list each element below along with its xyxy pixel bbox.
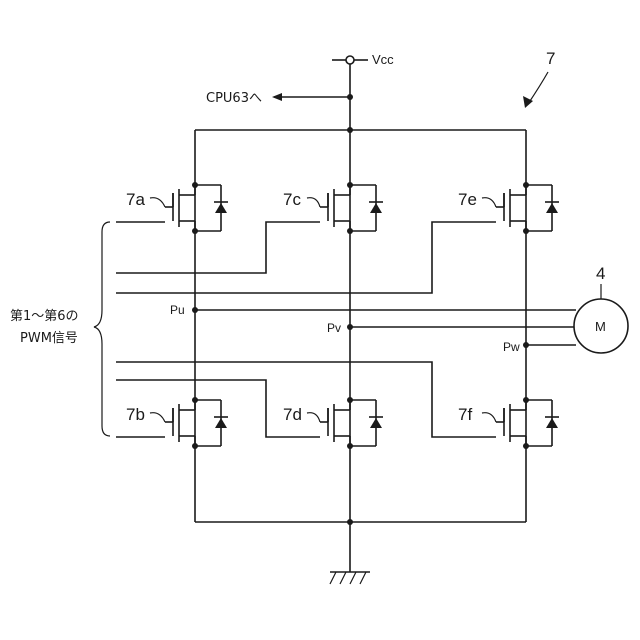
switch-label-7b: 7b: [126, 405, 145, 424]
switch-label-7f: 7f: [458, 405, 472, 424]
switch-label-7e: 7e: [458, 190, 477, 209]
pwm-label-line2: PWM信号: [20, 331, 78, 346]
switch-7a: [165, 182, 228, 234]
switch-7d: [320, 397, 383, 449]
switch-7f: [496, 397, 559, 449]
switch-7c: [320, 182, 383, 234]
vcc-terminal: [346, 56, 354, 64]
node-label-pw: Pw: [503, 340, 520, 354]
vcc-label: Vcc: [372, 52, 394, 67]
switch-label-7a: 7a: [126, 190, 145, 209]
gate-line-7c: [116, 222, 320, 273]
motor-label: M: [595, 319, 606, 334]
switch-label-7d: 7d: [283, 405, 302, 424]
pwm-brace: [94, 222, 110, 436]
gate-line-7e: [116, 222, 496, 293]
switch-7e: [496, 182, 559, 234]
node-label-pv: Pv: [327, 321, 341, 335]
figure-ref-arrow: [528, 72, 548, 104]
switch-7b: [165, 397, 228, 449]
motor-ref-label: 4: [596, 264, 605, 283]
node-label-pu: Pu: [170, 303, 185, 317]
pwm-label-line1: 第1～第6の: [10, 309, 79, 324]
figure-ref-label: 7: [546, 49, 555, 68]
cpu-label: CPU63へ: [206, 91, 262, 106]
switch-label-7c: 7c: [283, 190, 301, 209]
